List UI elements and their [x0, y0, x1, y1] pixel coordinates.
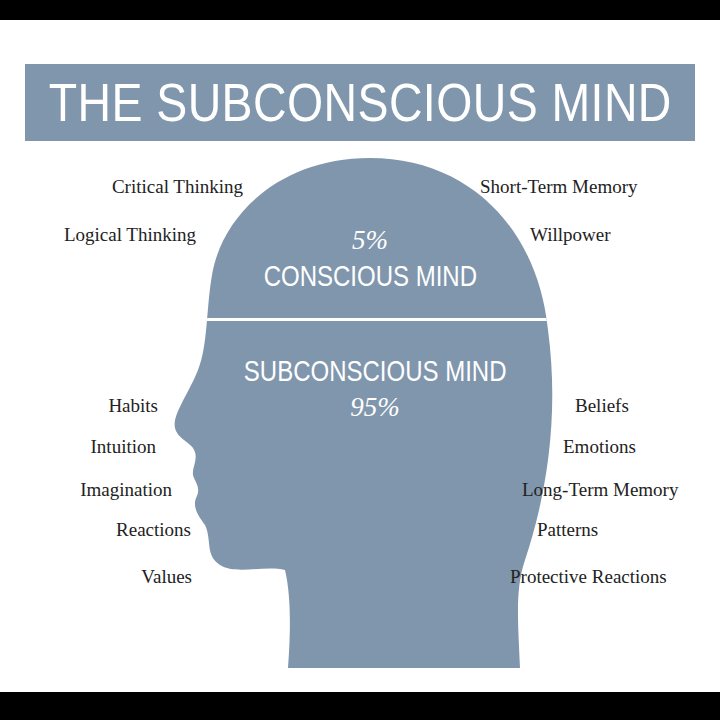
percent-label: 95%: [350, 390, 400, 424]
side-label: Long-Term Memory: [522, 479, 678, 501]
divider-line: [150, 318, 570, 321]
side-label: Logical Thinking: [64, 224, 196, 246]
side-label: Protective Reactions: [510, 566, 667, 588]
title-band: [25, 64, 695, 141]
side-label: Intuition: [91, 436, 156, 458]
side-label: Short-Term Memory: [480, 176, 638, 198]
head-silhouette: [175, 158, 553, 668]
side-label: Emotions: [563, 436, 636, 458]
side-label: Values: [141, 566, 192, 588]
head-region: 5%CONSCIOUS MIND: [245, 205, 495, 313]
side-label: Imagination: [80, 479, 172, 501]
side-label: Beliefs: [575, 395, 629, 417]
percent-label: 5%: [352, 223, 388, 257]
region-label: SUBCONSCIOUS MIND: [244, 352, 507, 390]
side-label: Patterns: [537, 519, 598, 541]
head-region: SUBCONSCIOUS MIND95%: [225, 330, 525, 445]
bottom-bar: [0, 692, 720, 720]
side-label: Reactions: [116, 519, 191, 541]
region-label: CONSCIOUS MIND: [263, 257, 476, 295]
side-label: Habits: [108, 395, 158, 417]
top-bar: [0, 0, 720, 20]
side-label: Willpower: [530, 224, 611, 246]
side-label: Critical Thinking: [112, 176, 243, 198]
title-text: THE SUBCONSCIOUS MIND: [48, 71, 671, 133]
